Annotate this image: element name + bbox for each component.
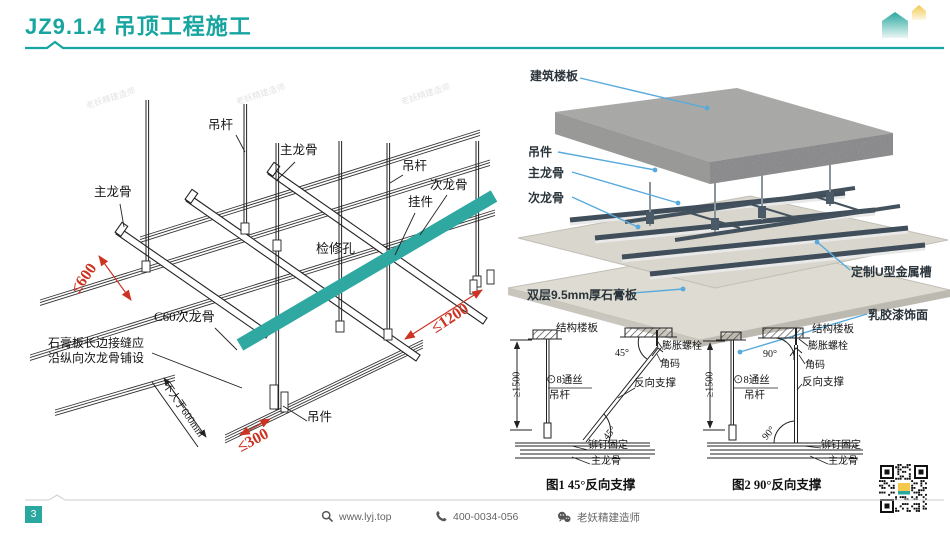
fig2-label-rod: 吊杆 [744, 390, 765, 401]
qr-logo-teal [898, 491, 910, 495]
label-render-hanger: 吊件 [528, 145, 553, 159]
gypsum-note-line1: 石膏板长边接缝应 [48, 336, 145, 350]
sub-keel-board [517, 190, 949, 289]
search-icon [321, 510, 334, 523]
label-main-keel-left: 主龙骨 [94, 185, 132, 199]
label-hanger-rod-right: 吊杆 [402, 159, 428, 173]
label-hanger: 吊件 [307, 410, 333, 424]
teal-house-icon [882, 12, 908, 38]
qr-logo-yellow [898, 483, 910, 491]
label-floor-slab: 建筑楼板 [530, 69, 579, 83]
fig1-label-rod: 吊杆 [549, 390, 570, 401]
footer-phone-text: 400-0034-056 [453, 510, 519, 523]
label-gypsum-note: 石膏板长边接缝应 沿纵向次龙骨铺设 [48, 336, 144, 366]
fig2-label-rivet: 铆钉固定 [821, 440, 861, 451]
label-clip: 挂件 [408, 195, 434, 209]
black-dimension [151, 377, 207, 448]
main-keel-frame [624, 186, 901, 242]
fig2-label-slab: 结构楼板 [812, 324, 854, 335]
footer-brand: 老妖精建造师 [557, 510, 640, 525]
qr-code [874, 458, 934, 520]
fig1-label-slab: 结构楼板 [556, 323, 598, 334]
fig2-label-bolt: 膨胀螺栓 [808, 341, 848, 352]
ceiling-grid-diagram [29, 100, 498, 448]
fig2-label-rod-spec: ⊙8通丝 [733, 375, 770, 386]
fig1-label-rivet: 铆钉固定 [588, 440, 628, 451]
footer-phone: 400-0034-056 [435, 510, 518, 523]
red-dimension-arrows [98, 255, 483, 436]
label-u-channel: 定制U型金属槽 [851, 265, 932, 279]
page-number: 3 [25, 506, 42, 523]
detail-fig1 [510, 327, 677, 465]
footer-website-text: www.lyj.top [339, 510, 392, 523]
fig1-dim-1500: ≥1500 [511, 371, 523, 398]
label-hanger-rod-top: 吊杆 [208, 118, 234, 132]
detail-fig2 [703, 327, 863, 465]
fig1-label-bolt: 膨胀螺栓 [662, 341, 702, 352]
fig1-label-support: 反向支撑 [634, 378, 676, 389]
logo-houses-icon [882, 5, 926, 38]
grid-clips [141, 222, 495, 413]
leader-dots [635, 105, 820, 355]
label-render-main-keel: 主龙骨 [528, 166, 565, 180]
teal-stripe [236, 190, 498, 351]
hanger-rods [145, 100, 480, 410]
sub-keel-strips [29, 129, 496, 444]
phone-icon [436, 511, 447, 522]
label-sub-keel: 次龙骨 [430, 178, 468, 192]
leader-lines [119, 134, 448, 422]
yellow-house-icon [912, 5, 926, 20]
label-access-hole: 检修孔 [316, 241, 356, 256]
ceiling-3d-render [507, 77, 950, 355]
fig2-label-main-keel: 主龙骨 [828, 456, 858, 467]
fig1-caption: 图1 45°反向支撑 [546, 478, 636, 492]
label-gypsum-board: 双层9.5mm厚石膏板 [527, 288, 638, 302]
header-rule [25, 40, 944, 50]
footer-website: www.lyj.top [321, 510, 392, 523]
fig1-label-angle-code: 角码 [660, 359, 680, 370]
label-render-sub-keel: 次龙骨 [528, 191, 565, 205]
fig2-label-angle-code: 角码 [805, 360, 825, 371]
main-keels [114, 161, 488, 362]
label-latex-paint: 乳胶漆饰面 [868, 308, 929, 322]
label-main-keel-mid: 主龙骨 [280, 143, 318, 157]
fig2-angle-top: 90° [763, 349, 777, 360]
footer-brand-text: 老妖精建造师 [577, 512, 640, 524]
fig1-label-rod-spec: ⊙8通丝 [546, 375, 583, 386]
wechat-icon [558, 511, 571, 522]
fig2-label-support: 反向支撑 [802, 377, 844, 388]
page-title: JZ9.1.4 吊顶工程施工 [25, 14, 252, 39]
fig1-angle-top: 45° [615, 348, 629, 359]
fig2-dim-1500: ≥1500 [704, 371, 716, 398]
concrete-slab [555, 88, 893, 184]
label-c60-sub-keel: C60次龙骨 [154, 309, 215, 324]
gypsum-note-line2: 沿纵向次龙骨铺设 [48, 351, 145, 365]
fig2-caption: 图2 90°反向支撑 [732, 478, 822, 492]
blue-leader-lines [557, 77, 868, 353]
footer-rule [25, 494, 944, 501]
fig1-label-main-keel: 主龙骨 [591, 456, 621, 467]
